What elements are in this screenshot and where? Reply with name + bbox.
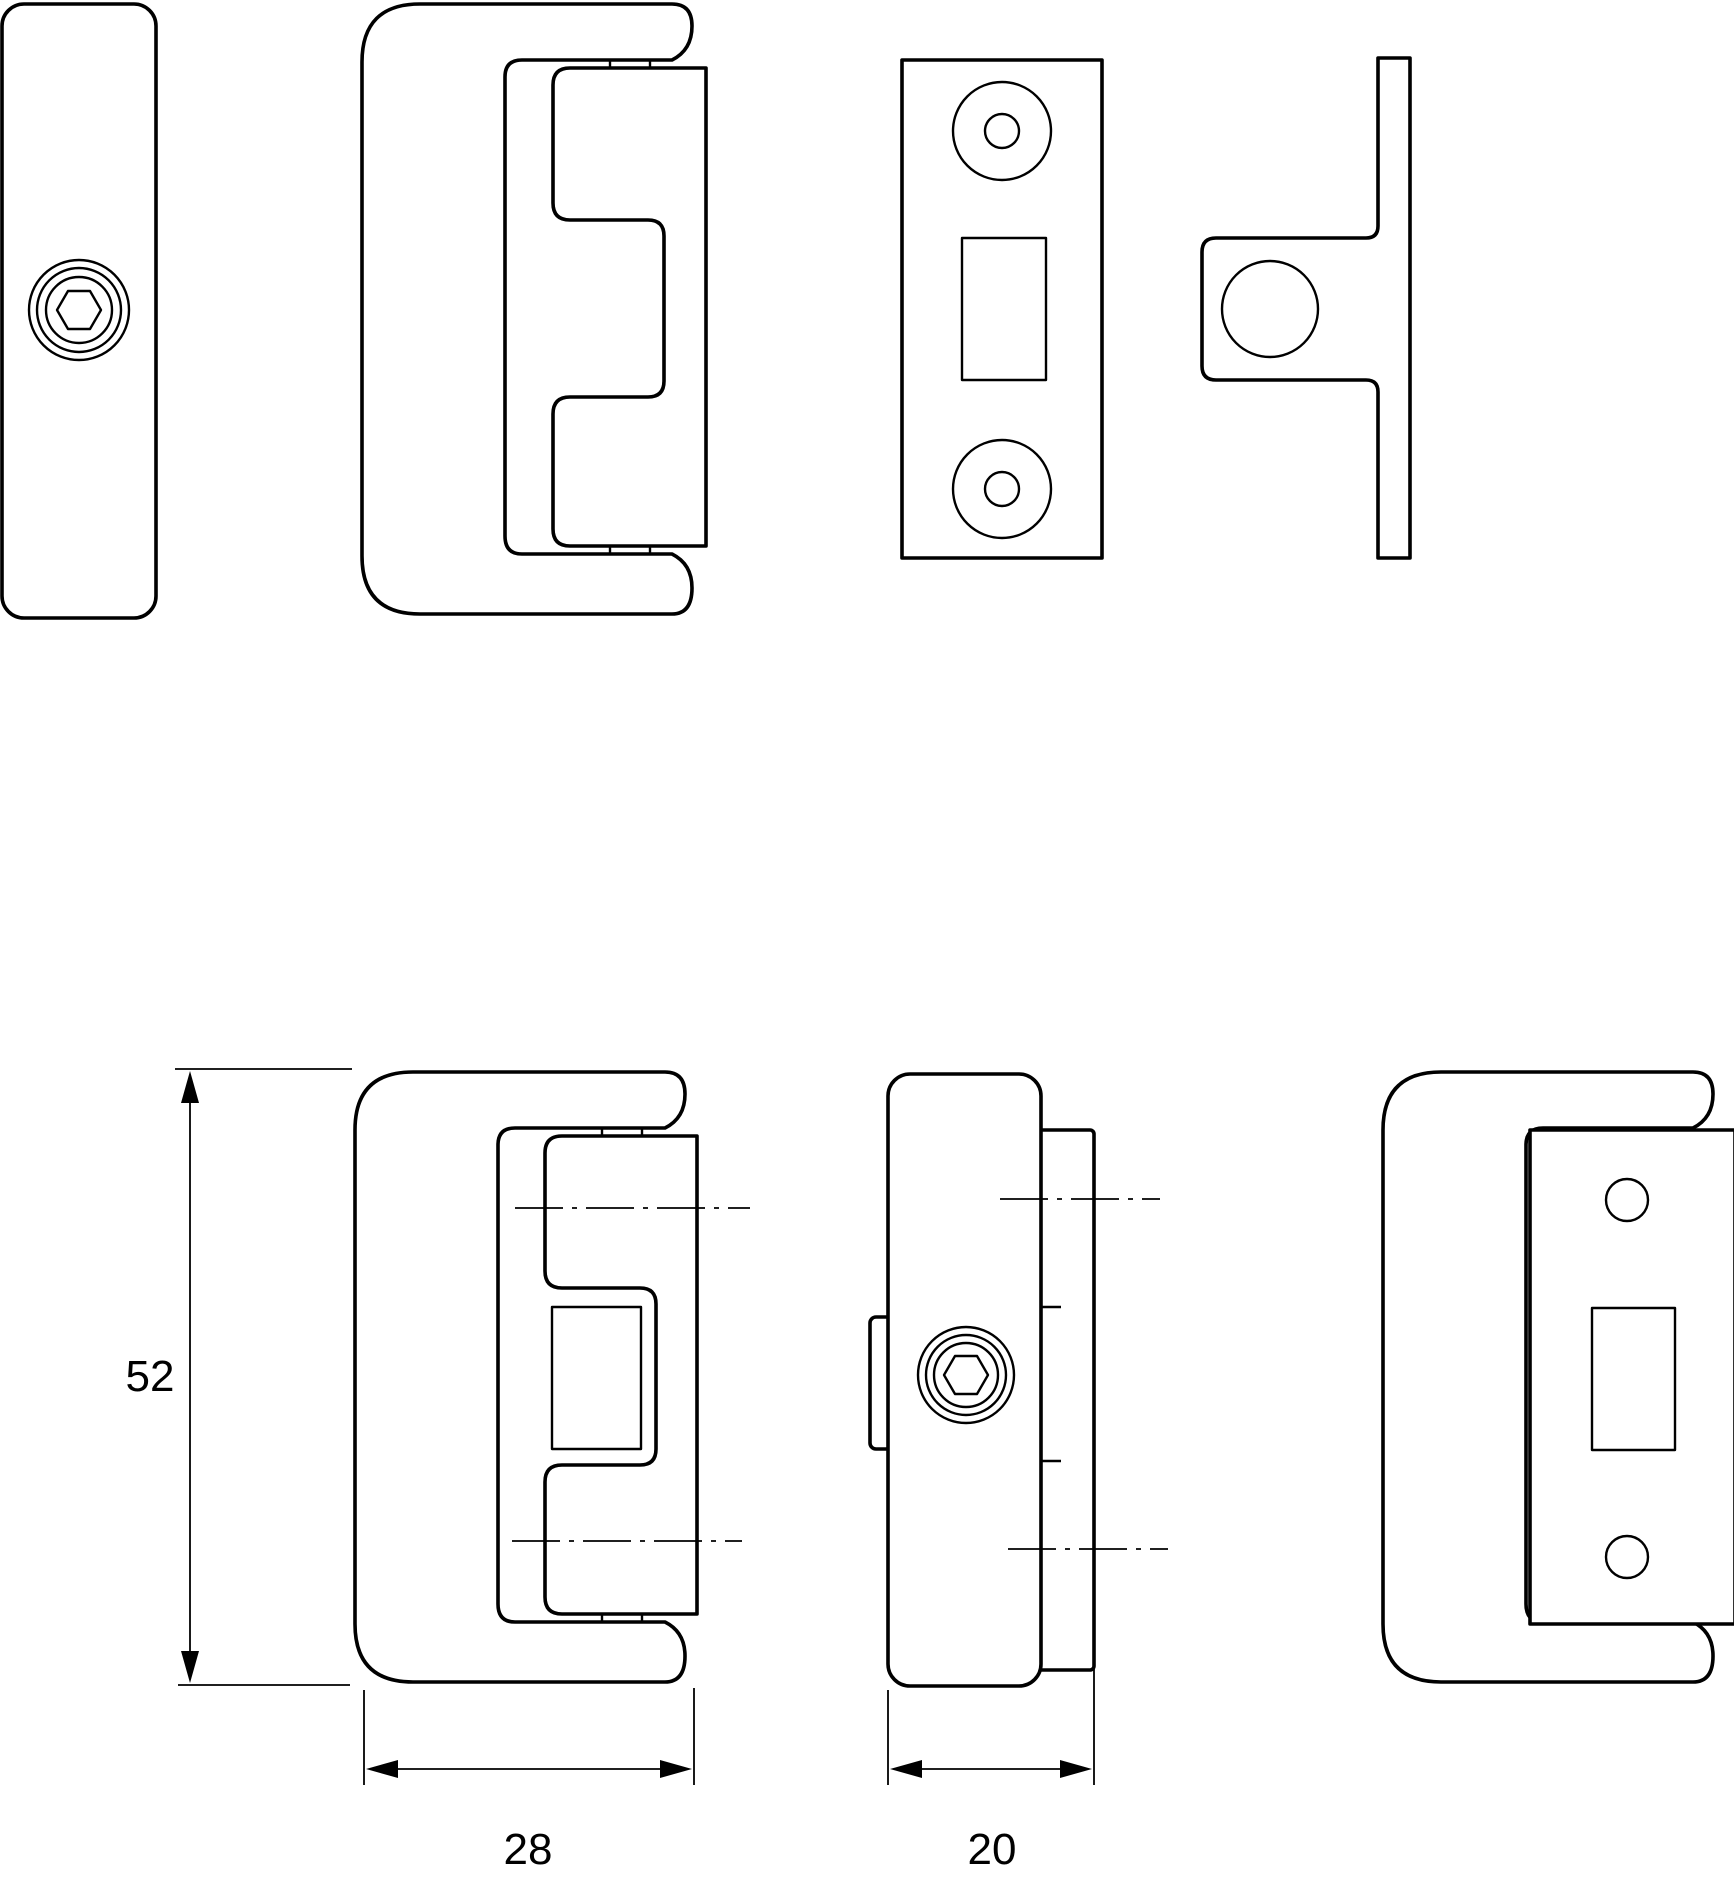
- view-keep-assembled: [353, 1070, 750, 1684]
- dimension-width-front-label: 28: [504, 1825, 553, 1874]
- view-keep-with-strike: [1381, 1070, 1734, 1684]
- strike-plate-mounted: [1528, 1128, 1734, 1626]
- hex-bolt-icon-2: [916, 1325, 1016, 1425]
- screw-hole-top-2-icon: [1604, 1177, 1650, 1223]
- latch-bolt-outline-2: [543, 1134, 699, 1616]
- latch-bolt-outline: [551, 66, 708, 548]
- body-block: [886, 1072, 1043, 1688]
- view-strike-side: [1200, 56, 1412, 560]
- side-block-outline: [0, 2, 158, 620]
- strike-slot-2: [1590, 1306, 1677, 1452]
- view-side-assembled: [868, 1072, 1168, 1688]
- strike-side-outline: [1200, 56, 1412, 560]
- c-frame-outline: [360, 2, 694, 616]
- view-side-block: [0, 2, 158, 620]
- strike-plate-outline: [900, 58, 1104, 560]
- dimension-height: 52: [126, 1068, 352, 1686]
- screw-hole-bottom-icon: [951, 438, 1053, 540]
- back-plate: [1034, 1128, 1096, 1672]
- dimension-height-label: 52: [126, 1352, 175, 1401]
- screw-hole-bottom-2-icon: [1604, 1534, 1650, 1580]
- view-strike-plate: [900, 58, 1104, 560]
- dimension-width-side-label: 20: [968, 1825, 1017, 1874]
- hex-bolt-icon: [27, 258, 131, 362]
- dimension-width-front: 28: [363, 1688, 695, 1874]
- c-frame-outline-2: [353, 1070, 687, 1684]
- screw-hole-top-icon: [951, 80, 1053, 182]
- dimension-width-side: 20: [887, 1655, 1095, 1874]
- tongue-hole-icon: [1220, 259, 1320, 359]
- view-keep-front: [360, 2, 708, 616]
- strike-slot: [960, 236, 1048, 382]
- square-opening: [550, 1305, 643, 1451]
